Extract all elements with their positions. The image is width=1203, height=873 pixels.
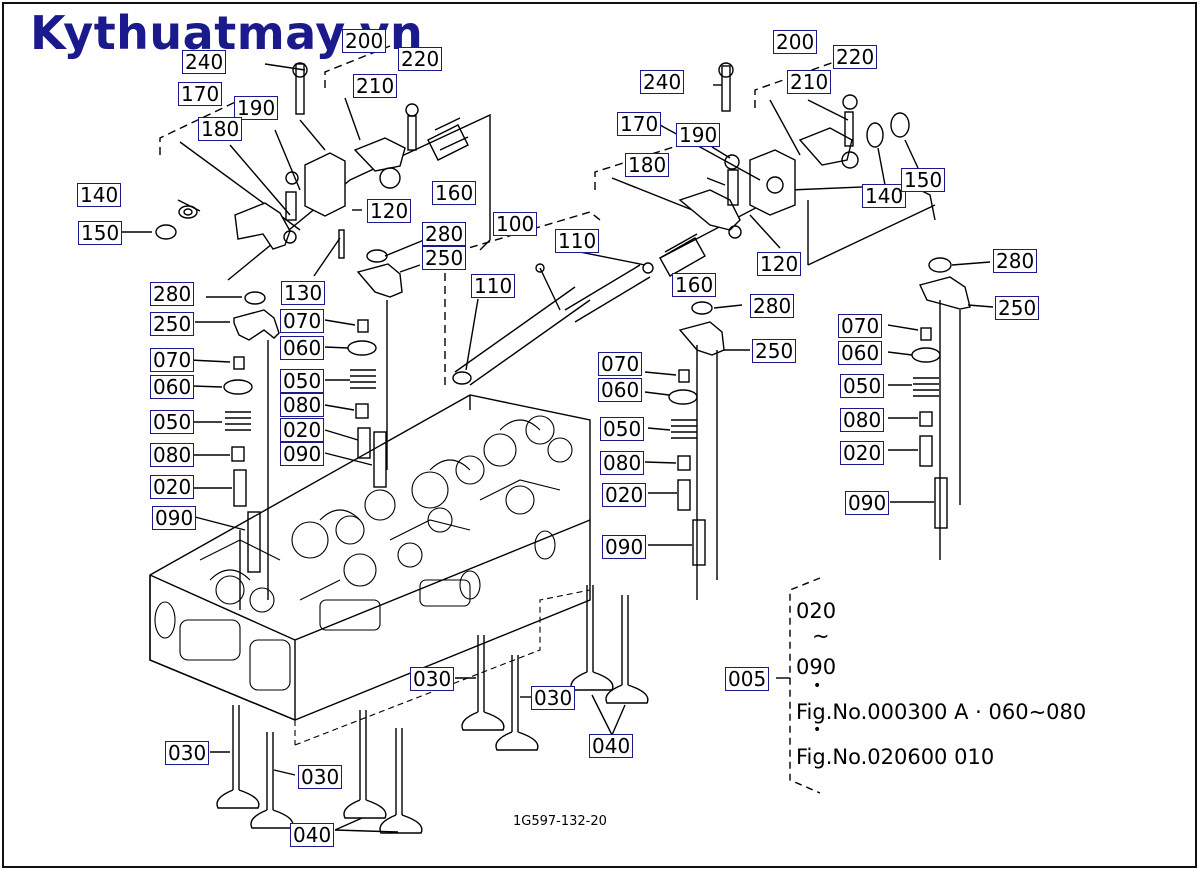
callout-030: 030 [298,765,343,789]
callout-280: 280 [993,249,1038,273]
callout-070: 070 [280,309,325,333]
callout-020: 020 [602,483,647,507]
callout-200: 200 [342,29,387,53]
cylinder-head-drawing [149,394,591,746]
callout-070: 070 [838,314,883,338]
callout-150: 150 [901,168,946,192]
callout-070: 070 [150,348,195,372]
callout-080: 080 [840,408,885,432]
callout-090: 090 [602,535,647,559]
callout-170: 170 [617,112,662,136]
callout-005: 005 [725,667,770,691]
callout-250: 250 [995,296,1040,320]
callout-120: 120 [757,252,802,276]
callout-160: 160 [432,181,477,205]
callout-060: 060 [150,375,195,399]
callout-130: 130 [281,281,326,305]
callout-210: 210 [787,70,832,94]
note-line-2: ~ [812,624,830,648]
callout-280: 280 [150,282,195,306]
note-bullet: • [813,678,822,694]
left-rocker-assembly-drawing [120,41,491,281]
callout-040: 040 [290,823,335,847]
callout-160: 160 [672,273,717,297]
note-line-5: Fig.No.020600 010 [796,745,995,769]
callout-080: 080 [280,393,325,417]
left-valve-stacks-drawing [189,239,425,610]
callout-190: 190 [234,96,279,120]
callout-040: 040 [589,734,634,758]
callout-240: 240 [640,70,685,94]
callout-100: 100 [493,212,538,236]
callout-250: 250 [752,339,797,363]
callout-020: 020 [840,441,885,465]
callout-090: 090 [280,442,325,466]
callout-020: 020 [280,418,325,442]
callout-120: 120 [367,199,412,223]
callout-220: 220 [398,47,443,71]
callout-030: 030 [531,686,576,710]
note-line-3: 090 [796,655,837,679]
callout-280: 280 [422,222,467,246]
note-bracket [776,577,821,794]
callout-090: 090 [845,491,890,515]
callout-080: 080 [600,451,645,475]
callout-140: 140 [862,184,907,208]
callout-150: 150 [78,221,123,245]
callout-050: 050 [280,369,325,393]
callout-070: 070 [598,352,643,376]
callout-110: 110 [471,274,516,298]
callout-110: 110 [555,229,600,253]
callout-180: 180 [625,153,670,177]
callout-180: 180 [198,117,243,141]
callout-140: 140 [77,183,122,207]
callout-060: 060 [598,378,643,402]
callout-090: 090 [152,506,197,530]
callout-050: 050 [840,374,885,398]
callout-060: 060 [280,336,325,360]
note-bullet: • [813,722,822,738]
valves-drawing [210,585,649,834]
callout-280: 280 [750,294,795,318]
callout-080: 080 [150,443,195,467]
note-line-4: Fig.No.000300 A · 060∼080 [796,700,1087,724]
note-line-1: 020 [796,599,837,623]
callout-030: 030 [165,741,210,765]
callout-030: 030 [410,667,455,691]
callout-220: 220 [833,45,878,69]
callout-060: 060 [838,341,883,365]
callout-200: 200 [773,30,818,54]
callout-250: 250 [422,246,467,270]
callout-050: 050 [600,417,645,441]
callout-170: 170 [178,82,223,106]
right-valve-stacks-drawing [644,257,994,600]
callout-240: 240 [182,50,227,74]
callout-250: 250 [150,312,195,336]
drawing-code: 1G597-132-20 [513,814,607,829]
callout-210: 210 [353,74,398,98]
callout-050: 050 [150,410,195,434]
callout-020: 020 [150,475,195,499]
callout-190: 190 [676,123,721,147]
